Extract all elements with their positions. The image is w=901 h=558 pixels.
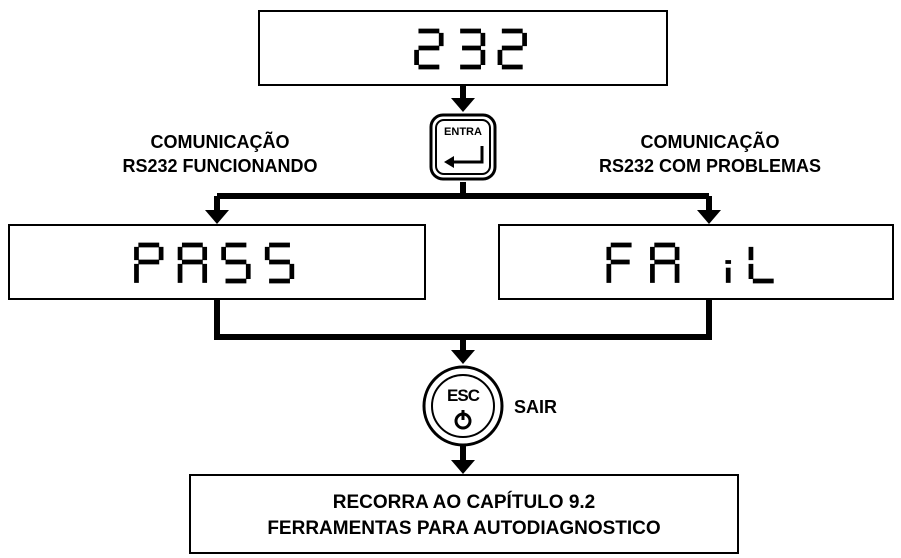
seven-segment-pass — [134, 242, 295, 284]
left-branch-line1: COMUNICAÇÃO — [150, 132, 290, 152]
footer-box: RECORRA AO CAPÍTULO 9.2 FERRAMENTAS PARA… — [189, 474, 739, 554]
footer-line1: RECORRA AO CAPÍTULO 9.2 — [332, 492, 596, 513]
right-branch-line1: COMUNICAÇÃO — [640, 132, 780, 152]
esc-caption: SAIR — [514, 397, 558, 417]
right-branch-line2: RS232 COM PROBLEMAS — [598, 156, 822, 176]
seven-segment-232 — [414, 28, 527, 70]
footer-text: RECORRA AO CAPÍTULO 9.2 FERRAMENTAS PARA… — [191, 490, 737, 542]
top-display: 232 — [258, 10, 668, 86]
esc-key-icon — [422, 365, 504, 447]
seven-segment-fail — [606, 242, 774, 284]
left-branch-label: COMUNICAÇÃO RS232 FUNCIONANDO — [55, 130, 385, 178]
enter-key-icon — [429, 113, 497, 181]
right-branch-label: COMUNICAÇÃO RS232 COM PROBLEMAS — [540, 130, 880, 178]
enter-key-label: ENTRA — [444, 126, 482, 138]
enter-key[interactable]: ENTRA — [428, 112, 498, 182]
footer-line2: FERRAMENTAS PARA AUTODIAGNOSTICO — [267, 518, 661, 539]
esc-key-label: ESC — [447, 386, 480, 405]
pass-display: PASS — [8, 224, 426, 300]
esc-key[interactable]: ESC — [421, 364, 505, 448]
fail-display: FA .L — [498, 224, 894, 300]
left-branch-line2: RS232 FUNCIONANDO — [122, 156, 318, 176]
